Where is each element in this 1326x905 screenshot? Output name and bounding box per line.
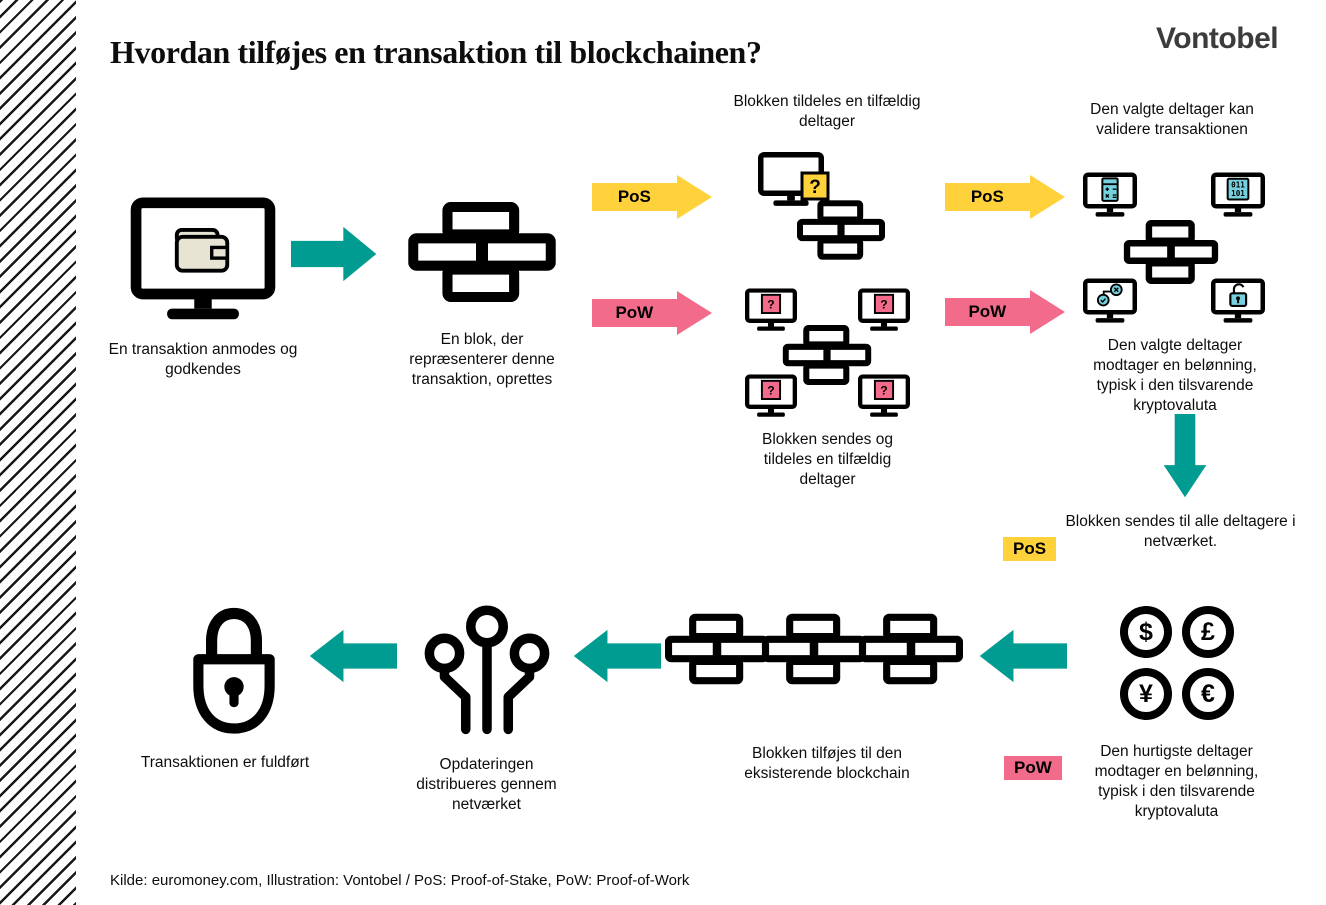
calculator-monitor-icon [1083,172,1137,218]
caption-pow-reward: Den hurtigste deltager modtager en beløn… [1094,743,1259,821]
pos-arrow-label: PoS [617,187,651,206]
binary-row: 011 [1231,180,1245,189]
pow-arrow-label: PoW [968,302,1007,321]
teal-right-arrow-icon [291,226,377,282]
teal-left-arrow-icon [979,629,1067,683]
caption-pos-reward: Den valgte deltager modtager en belønnin… [1093,337,1257,415]
block-icon [781,325,873,385]
pow-network-cluster: ? ? ? ? [745,288,910,418]
caption-distribute: Opdateringen distribueres gennem netværk… [416,756,557,814]
blockchain-icon [665,608,963,694]
binary-row: 101 [1231,189,1245,198]
question-monitor-icon: ? [745,374,797,418]
teal-left-arrow-icon [309,629,397,683]
caption-validate: Den valgte deltager kan validere transak… [1090,101,1254,139]
euro-coin-icon: € [1182,668,1234,720]
question-monitor-icon: ? [758,152,830,216]
question-mark-glyph: ? [767,298,774,312]
network-icon [424,605,550,735]
block-icon [797,200,885,260]
caption-pos-assigned: Blokken tildeles en tilfældig deltager [733,93,921,131]
padlock-icon [193,607,275,734]
diagonal-stripes-decoration [0,0,76,905]
pow-badge: PoW [1004,756,1062,780]
page-title: Hvordan tilføjes en transaktion til bloc… [110,34,762,70]
block-icon [1123,220,1219,284]
question-mark-glyph: ? [880,384,887,398]
question-mark-glyph: ? [880,298,887,312]
pos-badge: PoS [1003,537,1057,561]
teal-down-arrow-icon [1163,414,1207,498]
yen-coin-icon: ¥ [1120,668,1172,720]
source-footnote: Kilde: euromoney.com, Illustration: Vont… [110,872,690,889]
caption-block-created: En blok, der repræsenterer denne transak… [409,331,555,389]
vontobel-logo: Vontobel [1156,22,1279,55]
validator-cluster: 011 101 [1083,172,1265,324]
block-icon [408,202,556,302]
currency-coins-icon: $ £ ¥ € [1120,606,1238,720]
pos-arrow: PoS [592,174,713,220]
caption-append-chain: Blokken tilføjes til den eksisterende bl… [744,745,910,783]
unlocked-monitor-icon [1211,278,1265,324]
question-mark-glyph: ? [809,177,821,198]
caption-transaction-requested: En transaktion anmodes og godkendes [108,341,298,379]
dollar-coin-icon: $ [1120,606,1172,658]
binary-monitor-icon: 011 101 [1211,172,1265,218]
caption-send-all: Blokken sendes til alle deltagere i netv… [1065,513,1296,551]
question-monitor-icon: ? [745,288,797,332]
question-mark-glyph: ? [767,384,774,398]
pos-arrow-label: PoS [970,187,1004,206]
monitor-wallet-icon [130,197,276,320]
caption-complete: Transaktionen er fuldført [140,754,310,771]
teal-left-arrow-icon [573,629,661,683]
pound-coin-icon: £ [1182,606,1234,658]
workflow-monitor-icon [1083,278,1137,324]
pow-arrow: PoW [592,290,713,336]
question-monitor-icon: ? [858,374,910,418]
question-monitor-icon: ? [858,288,910,332]
pow-arrow: PoW [945,289,1066,335]
caption-pow-broadcast: Blokken sendes og tildeles en tilfældig … [762,431,893,489]
pos-arrow: PoS [945,174,1066,220]
pow-arrow-label: PoW [615,303,654,322]
